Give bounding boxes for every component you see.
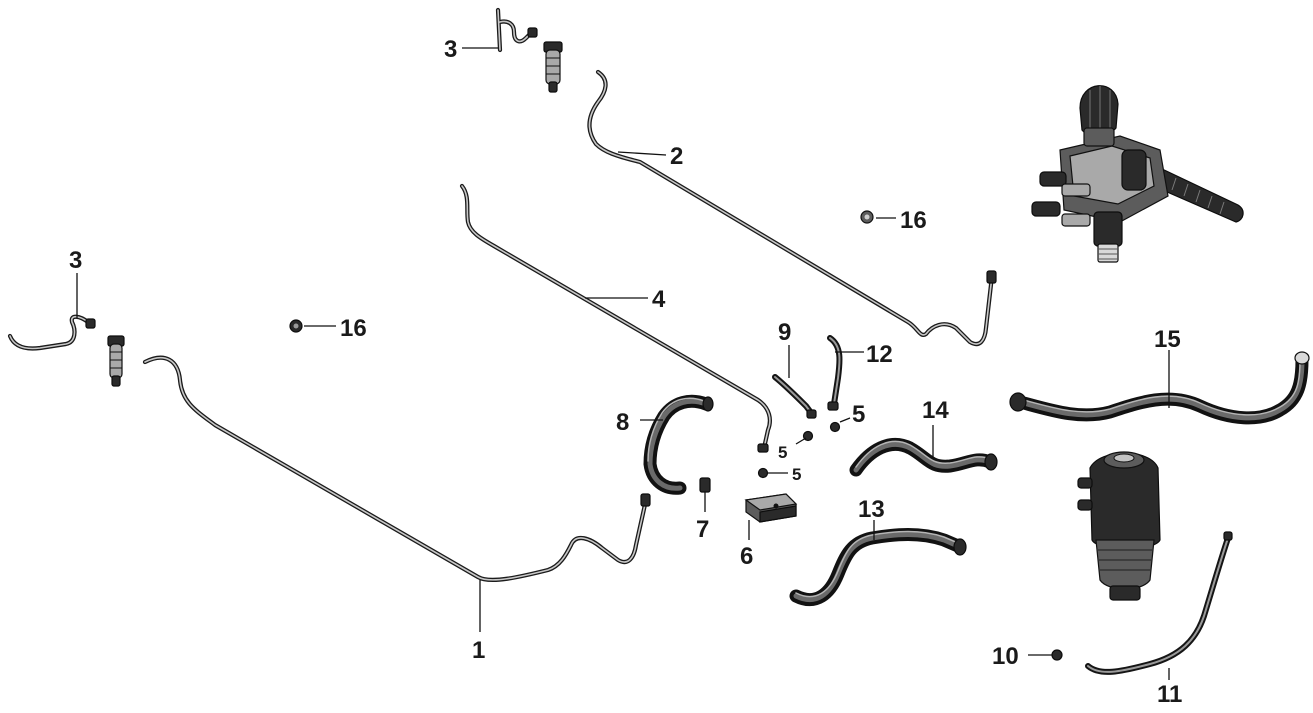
callout-8: 8 (616, 409, 629, 436)
callout-10: 10 (992, 643, 1019, 670)
part-2-boom-pipe (587, 69, 997, 347)
part-5-fitting-a (829, 421, 841, 433)
part-1-boom-pipe (142, 355, 651, 582)
callout-4: 4 (652, 286, 666, 313)
callout-6: 6 (740, 543, 753, 570)
callout-5-lower: 5 (792, 465, 801, 484)
inline-filter-left (107, 335, 125, 387)
part-13-hose (789, 528, 967, 607)
part-3-lower-bracket-pipe (7, 314, 96, 351)
callout-5-middle: 5 (778, 443, 787, 462)
callout-1: 1 (472, 637, 485, 664)
part-14-hose (849, 437, 998, 477)
part-5-fitting-c (757, 467, 769, 479)
part-3-upper-bracket-pipe (495, 7, 538, 53)
callout-5-right: 5 (852, 401, 865, 428)
part-7-fitting (699, 477, 711, 493)
part-12-small-hose (827, 335, 843, 411)
part-16-cap-upper (860, 210, 874, 224)
part-4-pipe (459, 183, 772, 453)
callout-16-left: 16 (340, 315, 367, 342)
part-10-nut (1051, 649, 1063, 661)
callout-15: 15 (1154, 326, 1181, 353)
callout-3-lower: 3 (69, 247, 82, 274)
callout-3-upper: 3 (444, 36, 457, 63)
part-15-hose (1009, 351, 1310, 425)
part-6-block (744, 493, 798, 523)
callout-12: 12 (866, 341, 893, 368)
callout-13: 13 (858, 496, 885, 523)
callout-9: 9 (778, 319, 791, 346)
pressure-regulator-assembly (1031, 85, 1244, 263)
callout-11: 11 (1157, 681, 1182, 708)
callout-16-upper: 16 (900, 207, 927, 234)
part-8-hose (643, 394, 714, 495)
part-9-small-hose (772, 374, 817, 419)
leader-lines (76, 47, 1170, 680)
callout-2: 2 (670, 143, 683, 170)
inline-filter-upper (543, 41, 563, 93)
callout-14: 14 (922, 397, 949, 424)
callout-7: 7 (696, 516, 709, 543)
part-11-small-hose (1085, 531, 1233, 675)
part-16-cap-left (289, 319, 303, 333)
filter-tank (1077, 451, 1161, 601)
callout-labels: 3 2 3 16 4 16 9 12 15 5 5 5 8 14 7 13 6 … (69, 36, 1182, 708)
